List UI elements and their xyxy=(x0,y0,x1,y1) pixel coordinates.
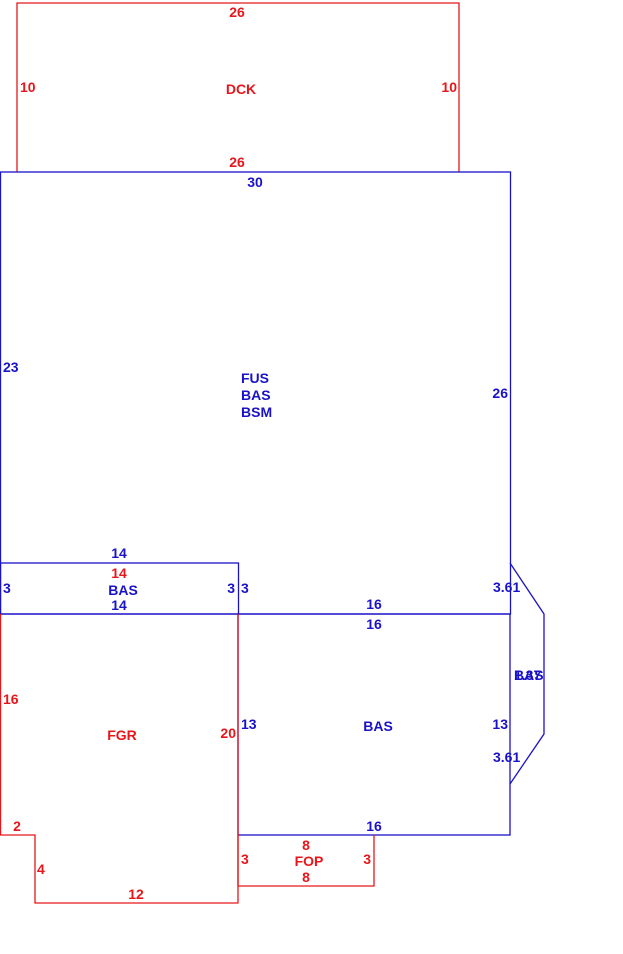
bay-outline xyxy=(509,562,545,785)
strip-code: BAS xyxy=(108,582,138,598)
porch-code: FOP xyxy=(295,853,324,869)
dim-bay-bottom: 3.61 xyxy=(493,749,520,765)
dim-porch-top: 8 xyxy=(302,837,310,853)
dim-garage-right: 20 xyxy=(220,725,236,741)
dim-deck-left: 10 xyxy=(20,79,36,95)
porch-outline xyxy=(237,835,375,887)
dim-lower-bottom: 16 xyxy=(366,818,382,834)
dim-garage-step: 2 xyxy=(13,818,21,834)
deck-code: DCK xyxy=(226,81,256,97)
dim-strip-top-red: 14 xyxy=(111,565,127,581)
dim-garage-bottom: 12 xyxy=(128,886,144,902)
main-code-3: BSM xyxy=(241,404,272,420)
dim-strip-top-blue: 14 xyxy=(111,545,127,561)
dim-porch-right: 3 xyxy=(363,851,371,867)
dim-main-right: 26 xyxy=(492,385,508,401)
strip-outline xyxy=(0,562,240,615)
lower-bas-code: BAS xyxy=(363,718,393,734)
dim-lower-left: 13 xyxy=(241,716,257,732)
dim-strip-right-outer: 3 xyxy=(241,580,249,596)
garage-code: FGR xyxy=(107,727,137,743)
dim-garage-notch: 4 xyxy=(37,861,45,877)
bay-overlap-value: 1.37 xyxy=(514,667,541,683)
dim-main-top: 30 xyxy=(247,174,263,190)
dim-bay-top: 3.61 xyxy=(493,579,520,595)
dim-deck-top: 26 xyxy=(229,4,245,20)
dim-garage-left: 16 xyxy=(3,691,19,707)
dim-deck-bottom: 26 xyxy=(229,154,245,170)
dim-main-left: 23 xyxy=(3,359,19,375)
dim-strip-right-inner: 3 xyxy=(227,580,235,596)
dim-main-bottom-right: 16 xyxy=(366,596,382,612)
dim-deck-right: 10 xyxy=(441,79,457,95)
bay-code: BAS xyxy=(514,667,544,683)
garage-outline xyxy=(0,614,239,904)
dim-lower-right: 13 xyxy=(492,716,508,732)
dim-strip-left: 3 xyxy=(3,580,11,596)
dim-porch-bottom: 8 xyxy=(302,869,310,885)
dim-strip-bottom: 14 xyxy=(111,597,127,613)
dim-lower-top: 16 xyxy=(366,616,382,632)
main-code-1: FUS xyxy=(241,370,269,386)
deck-outline xyxy=(16,2,460,172)
dim-porch-left: 3 xyxy=(241,851,249,867)
main-code-2: BAS xyxy=(241,387,271,403)
